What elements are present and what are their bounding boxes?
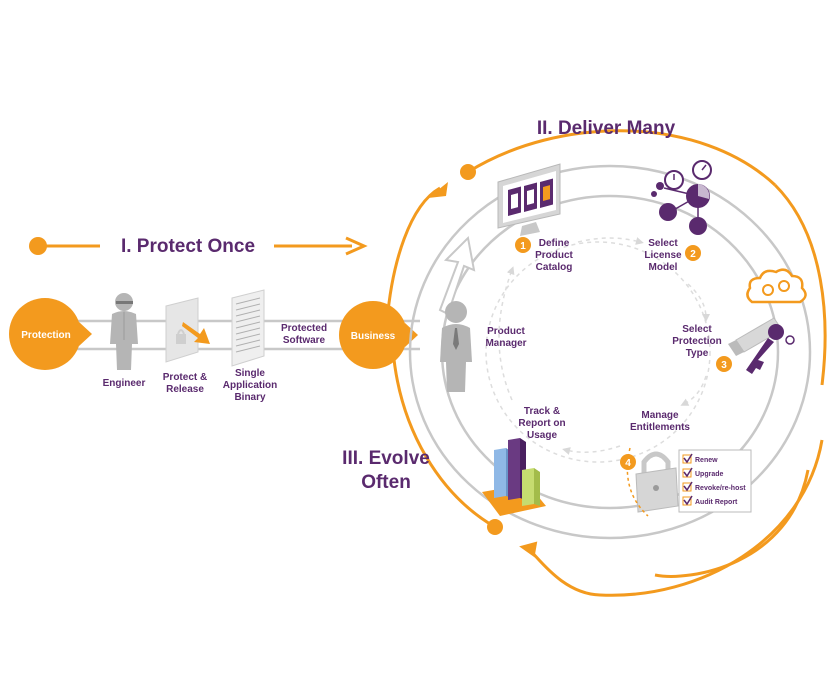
protect-release-label-2: Release [166,384,204,395]
protected-software-label-1: Protected [281,323,327,334]
inner-dashed-cycle [485,241,711,463]
deliver-start-dot [460,164,476,180]
evolve-arrowhead [519,541,538,558]
define-label-3: Catalog [536,262,573,273]
protect-once-title: I. Protect Once [121,236,255,257]
product-manager-icon [440,301,472,392]
protection-type-label-3: Type [686,348,709,359]
evolve-often-arrow [391,349,824,597]
license-label-1: Select [648,238,678,249]
track-label-2: Report on [518,418,565,429]
protection-node: Protection [9,298,92,370]
binary-label-1: Single [235,368,265,379]
evolve-start-dot [487,519,503,535]
svg-text:1: 1 [520,241,526,252]
checklist-label: Revoke/re-host [695,485,746,492]
usb-key-icon [728,317,795,374]
checklist-item: Revoke/re-host [682,481,746,492]
document-icon [165,297,210,363]
binary-label-3: Binary [234,392,266,403]
define-label-2: Product [535,250,573,261]
protected-software-label-2: Software [283,335,326,346]
entitlements-label-1: Manage [641,410,679,421]
flow-arrow-1-2 [577,237,644,245]
flow-arrow-5-1 [498,266,515,401]
business-label: Business [351,331,396,342]
monitor-icon [497,163,561,236]
engineer-label: Engineer [103,378,146,389]
evolve-title-1: III. Evolve [342,448,430,469]
bar-chart-icon [482,438,546,516]
deliver-arrowhead [428,182,448,198]
deliver-many-arrow [385,129,827,386]
track-label-3: Usage [527,430,557,441]
checklist-label: Audit Report [695,499,738,506]
checklist-item: Renew [682,453,718,464]
business-node: Business [339,301,418,369]
flow-arrow-3-4 [680,375,707,406]
svg-text:2: 2 [690,249,696,260]
product-manager-label-2: Manager [485,338,526,349]
step-2-badge: 2 [685,245,701,261]
binary-icon [231,289,265,367]
protect-once-arrow [29,232,368,260]
protection-type-label-2: Protection [672,336,721,347]
checklist-label: Renew [695,457,718,464]
entitlements-label-2: Entitlements [630,422,690,433]
flow-arrow-4-5 [562,445,621,455]
network-icon [651,160,712,235]
cloud-gear-icon [746,268,807,304]
protection-label: Protection [21,330,70,341]
flow-arrow-2-3 [687,283,710,322]
license-label-2: License [644,250,682,261]
checklist-label: Upgrade [695,471,724,478]
svg-text:3: 3 [721,360,727,371]
checklist-item: Audit Report [682,495,738,506]
entitlement-checklist: Renew Upgrade Revoke/re-host Audit Repor… [678,449,752,513]
define-label-1: Define [539,238,570,249]
step-1-badge: 1 [515,237,531,253]
checklist-item: Upgrade [682,467,724,478]
svg-text:4: 4 [625,458,631,469]
step-3-badge: 3 [716,356,732,372]
evolve-title-2: Often [361,472,411,493]
binary-label-2: Application [223,380,277,391]
deliver-many-title: II. Deliver Many [537,118,676,139]
track-label-1: Track & [524,406,560,417]
protect-release-label-1: Protect & [163,372,207,383]
engineer-icon [110,293,138,370]
license-label-3: Model [649,262,678,273]
product-manager-label-1: Product [487,326,525,337]
step-4-badge: 4 [620,454,636,470]
protection-type-label-1: Select [682,324,712,335]
